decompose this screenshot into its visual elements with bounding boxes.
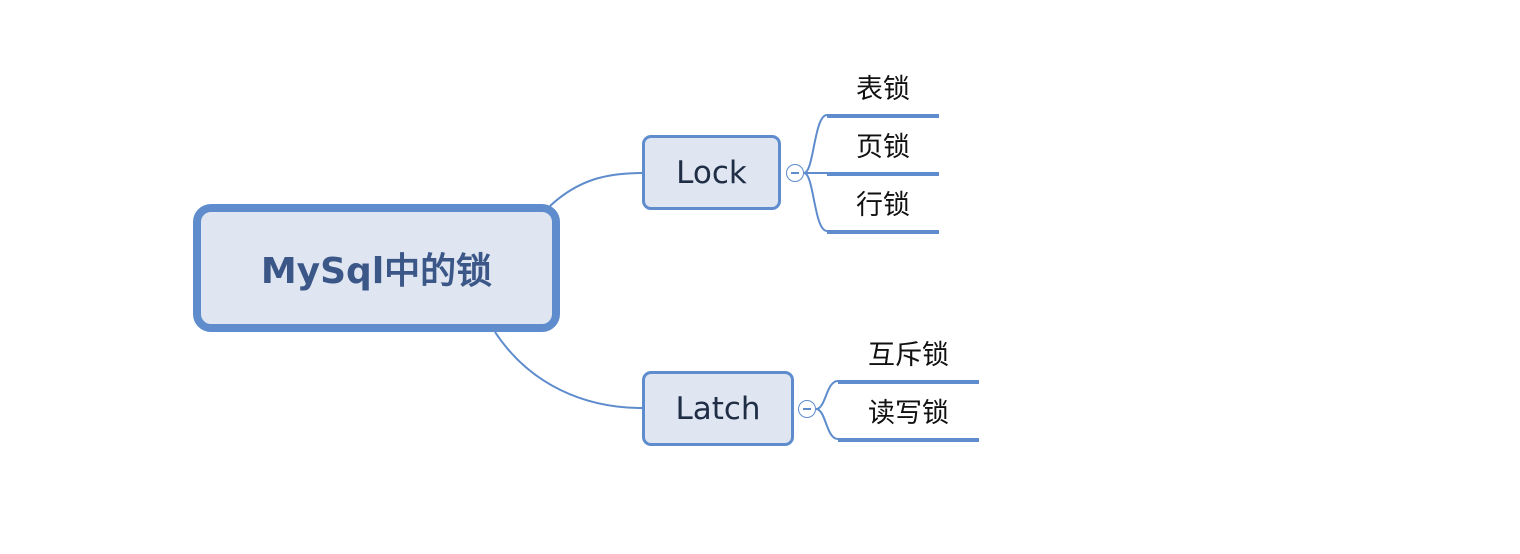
collapse-toggle-icon[interactable] <box>786 164 804 182</box>
branch-node-latch[interactable]: Latch <box>642 371 794 446</box>
root-node[interactable]: MySql中的锁 <box>193 204 560 332</box>
leaf-node-label: 行锁 <box>856 190 910 221</box>
link-root-to-latch <box>494 331 643 409</box>
link-latch-to-leaf-1 <box>815 380 839 410</box>
leaf-node-label: 页锁 <box>856 132 910 163</box>
leaf-node-label: 互斥锁 <box>868 340 949 371</box>
branch-node-label: Lock <box>676 154 747 191</box>
branch-node-lock[interactable]: Lock <box>642 135 781 210</box>
link-root-to-lock <box>549 172 643 207</box>
leaf-node-rw-lock[interactable]: 读写锁 <box>838 396 979 442</box>
leaf-node-page-lock[interactable]: 页锁 <box>827 130 939 176</box>
collapse-toggle-icon[interactable] <box>798 400 816 418</box>
link-lock-to-leaf-1 <box>803 114 828 174</box>
link-lock-to-leaf-3 <box>803 172 828 232</box>
leaf-node-row-lock[interactable]: 行锁 <box>827 188 939 234</box>
link-latch-to-leaf-2 <box>815 408 839 440</box>
leaf-node-label: 表锁 <box>856 74 910 105</box>
leaf-node-mutex-lock[interactable]: 互斥锁 <box>838 338 979 384</box>
branch-node-label: Latch <box>675 390 761 427</box>
root-node-label: MySql中的锁 <box>260 251 493 292</box>
leaf-node-label: 读写锁 <box>868 398 949 429</box>
leaf-node-table-lock[interactable]: 表锁 <box>827 72 939 118</box>
